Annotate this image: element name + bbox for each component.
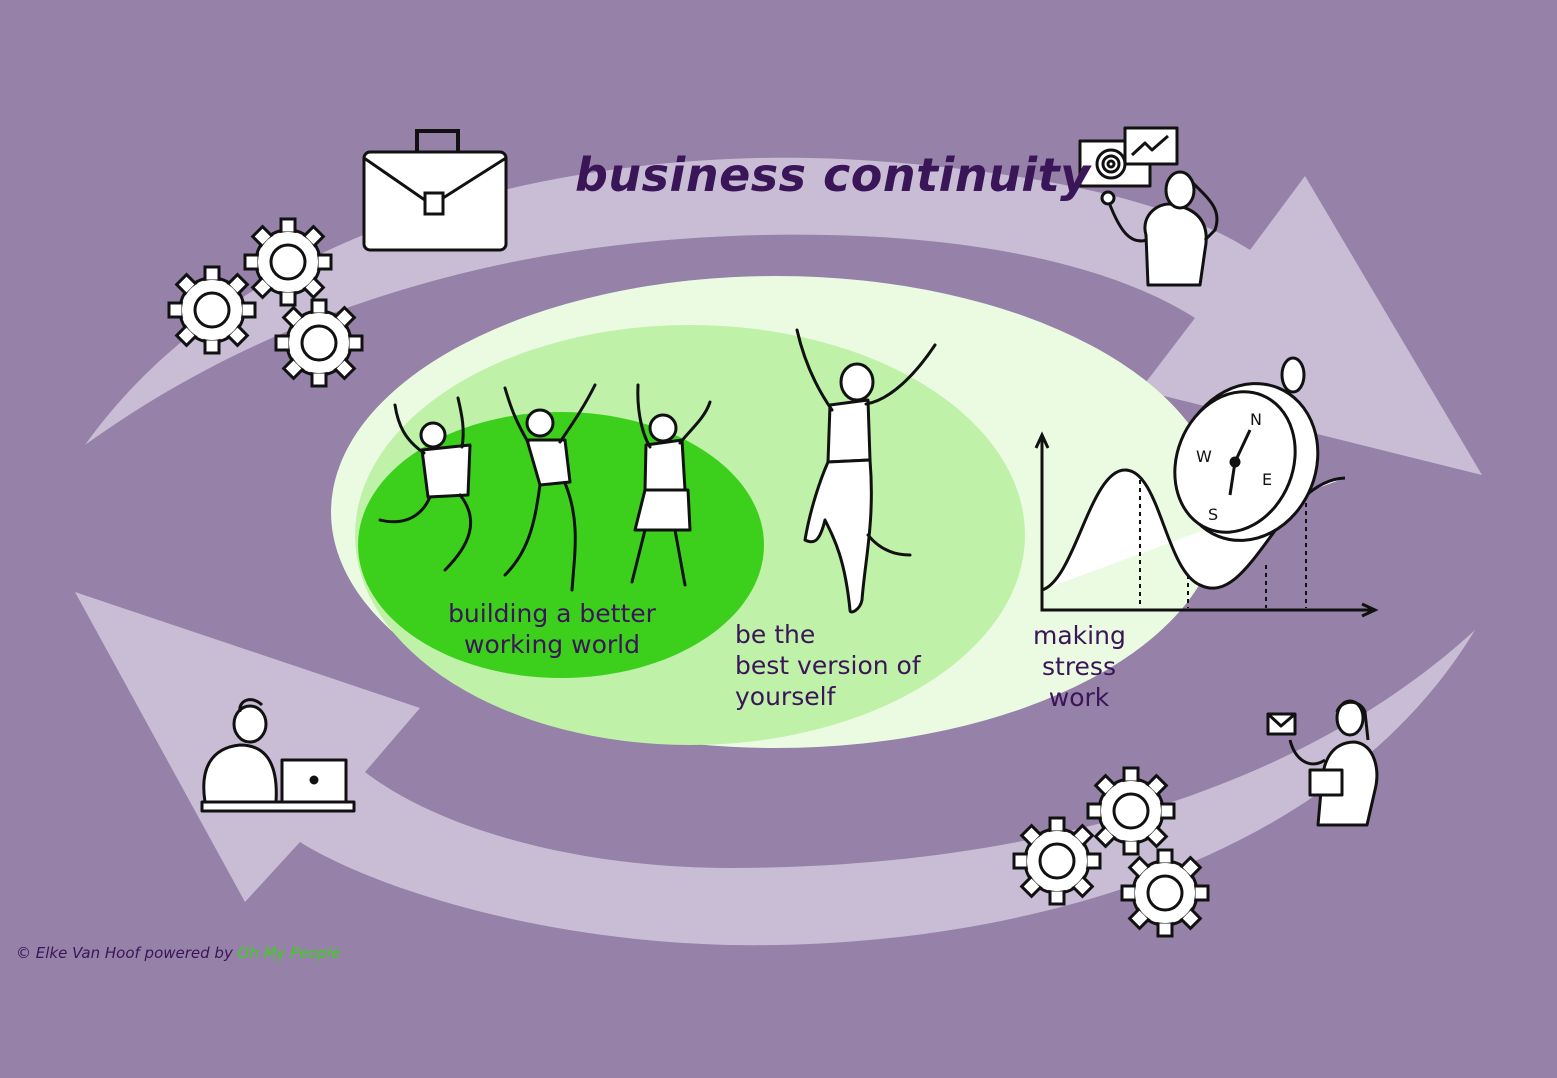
- label-line: yourself: [735, 681, 921, 712]
- diagram-title: business continuity: [575, 148, 1091, 202]
- label-making-stress-work: making stress work: [1033, 620, 1125, 713]
- label-line: working world: [446, 629, 658, 660]
- compass-n: N: [1250, 410, 1262, 429]
- label-line: be the: [735, 619, 921, 650]
- label-line: work: [1033, 682, 1125, 713]
- briefcase-icon: [364, 131, 506, 250]
- compass-w: W: [1196, 447, 1212, 466]
- compass-s: S: [1208, 505, 1218, 524]
- label-building-better-working-world: building a better working world: [446, 598, 658, 660]
- label-line: best version of: [735, 650, 921, 681]
- credit-prefix: © Elke Van Hoof powered by: [16, 944, 238, 962]
- label-line: stress: [1033, 651, 1125, 682]
- label-line: building a better: [446, 598, 658, 629]
- compass-e: E: [1262, 470, 1272, 489]
- label-line: making: [1033, 620, 1125, 651]
- label-best-version-of-yourself: be the best version of yourself: [735, 619, 921, 712]
- copyright-credit: © Elke Van Hoof powered by Oh My People: [16, 944, 341, 962]
- credit-brand: Oh My People: [238, 944, 341, 962]
